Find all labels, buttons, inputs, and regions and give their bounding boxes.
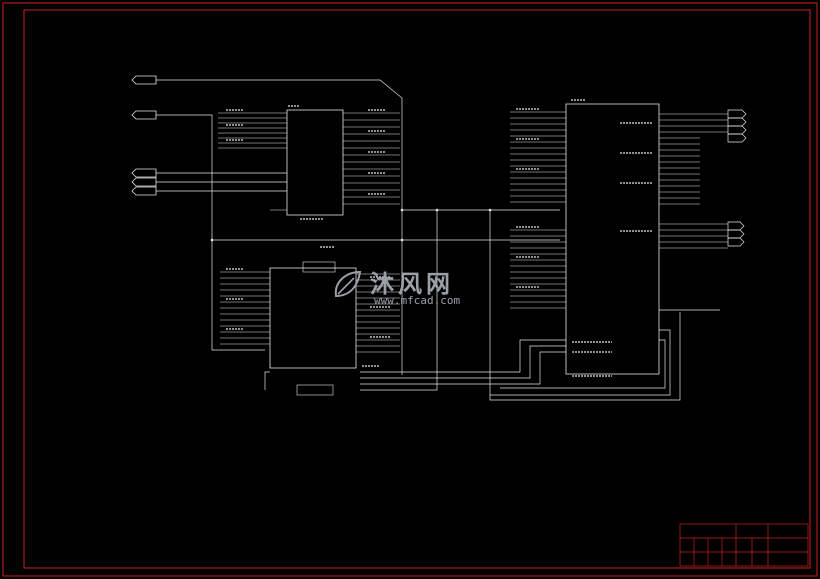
watermark-title: 沐风网 (370, 270, 454, 298)
inner-frame (23, 9, 811, 569)
bus-lines-u3-right (659, 113, 728, 249)
bus-lines-u2-right (356, 273, 400, 353)
bus-lines-u3-left (510, 111, 566, 309)
ic-chip-u1 (286, 109, 344, 216)
dip-switch-bank (296, 261, 336, 396)
wire-net (156, 79, 720, 401)
ic-chip-u3 (565, 103, 660, 375)
bus-lines-u1-left (218, 112, 287, 211)
junction-dots (210, 208, 492, 242)
bus-lines-u1-right (343, 112, 400, 205)
mfcad-leaf-logo-icon (334, 270, 362, 298)
offpage-connectors-left (131, 75, 157, 196)
bus-lines-u2-left (220, 271, 270, 345)
pin-label-marks (226, 99, 652, 377)
watermark: 沐风网 www.mfcad.com (330, 262, 500, 310)
title-block (679, 523, 809, 567)
offpage-connectors-right (727, 109, 747, 247)
watermark-url: www.mfcad.com (374, 294, 461, 307)
ic-chip-u2 (269, 267, 357, 369)
